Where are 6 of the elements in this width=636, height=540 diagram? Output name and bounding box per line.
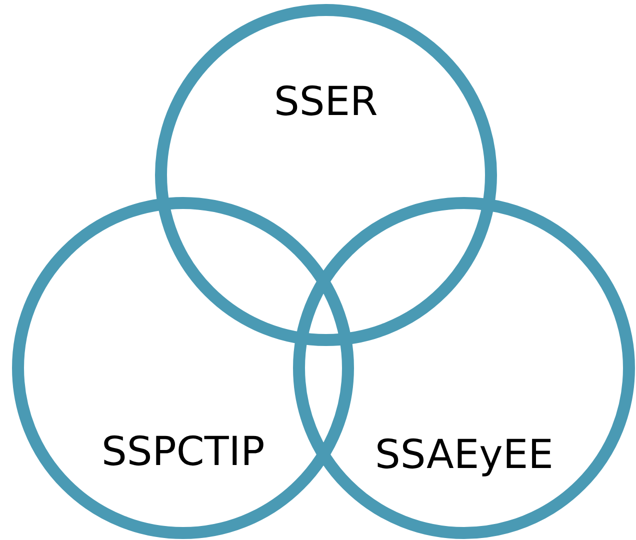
venn-circle bbox=[12, 197, 354, 539]
circle-label: SSPCTIP bbox=[102, 428, 265, 476]
circle-label: SSER bbox=[274, 78, 378, 126]
circle-label: SSAEyEE bbox=[375, 431, 554, 479]
venn-circle bbox=[293, 197, 635, 539]
venn-circle bbox=[155, 4, 497, 346]
